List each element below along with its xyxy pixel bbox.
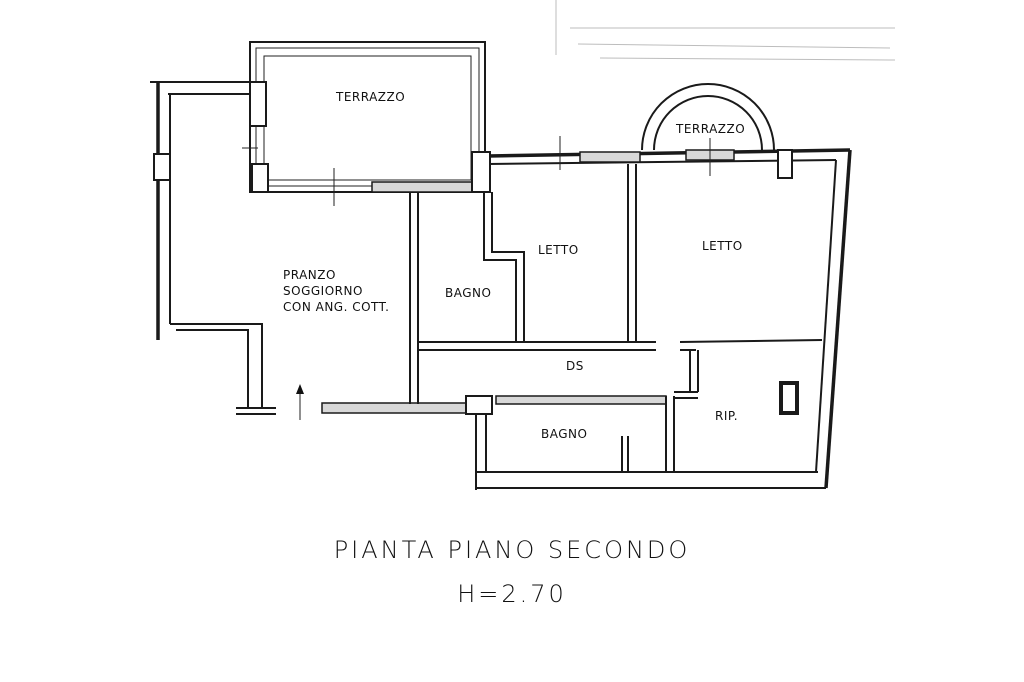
label-pranzo: PRANZO [283, 268, 336, 282]
label-bagno-upper: BAGNO [445, 286, 491, 300]
label-letto-left: LETTO [538, 243, 579, 257]
window-ticks [242, 136, 711, 420]
terrace-left-walls [249, 41, 486, 193]
scan-residue [555, 0, 896, 61]
room-labels: TERRAZZO TERRAZZO PRANZO SOGGIORNO CON A… [283, 90, 745, 441]
label-bagno-lower: BAGNO [541, 427, 587, 441]
label-con-ang-cott: CON ANG. COTT. [283, 300, 389, 314]
outer-walls [150, 81, 852, 490]
label-soggiorno: SOGGIORNO [283, 284, 363, 298]
pillars [153, 81, 797, 415]
terrace-right-arc [641, 83, 775, 151]
interior-walls [409, 164, 823, 472]
label-terrazzo-left: TERRAZZO [335, 90, 405, 104]
hatched-walls [321, 149, 735, 414]
label-ds: DS [566, 359, 584, 373]
plan-title: PIANTA PIANO SECONDO [333, 536, 691, 564]
label-letto-right: LETTO [702, 239, 743, 253]
label-rip: RIP. [715, 409, 738, 423]
plan-height-label: H=2.70 [457, 580, 567, 608]
label-terrazzo-right: TERRAZZO [675, 122, 745, 136]
